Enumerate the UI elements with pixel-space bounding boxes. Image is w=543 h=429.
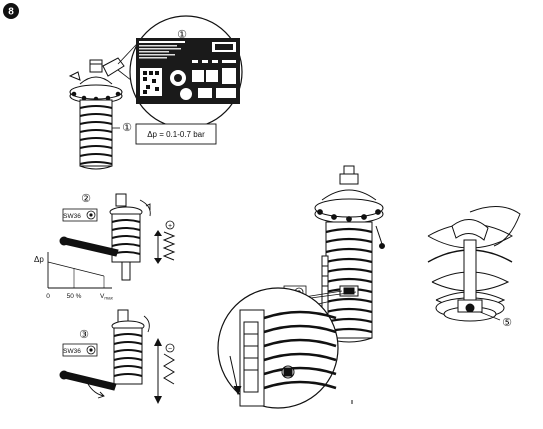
svg-text:②: ② (81, 193, 91, 205)
svg-text:③: ③ (79, 329, 89, 341)
pressure-range-text: Δp = 0.1-0.7 bar (147, 130, 205, 139)
plus-sign: + (168, 223, 172, 230)
minus-sign: − (168, 346, 172, 353)
spring-decrease-symbol: − (154, 338, 175, 404)
pressure-range-box: Δp = 0.1-0.7 bar (135, 123, 217, 145)
graph-x-tick-vmax: Vmax (100, 293, 114, 301)
graph-x-tick-0: 0 (46, 293, 50, 300)
step-number: 8 (8, 7, 14, 18)
wrench-size-box-3: SW36 (62, 343, 98, 357)
pressure-flow-graph: Δp 0 50 % Vmax (34, 252, 114, 301)
type-label-plate (136, 38, 240, 104)
callout-3: ③ (79, 329, 89, 341)
callout-1-zoom: ① (177, 29, 187, 41)
callout-1-body: ① (112, 122, 132, 134)
actuator-figure-3 (59, 309, 150, 399)
wrench-size-label-2: SW36 (63, 213, 81, 220)
actuator-figure-4 (314, 165, 385, 343)
spring-increase-symbol: + (154, 220, 176, 264)
svg-text:⑤: ⑤ (502, 317, 512, 329)
wrench-size-box-2: SW36 (62, 208, 98, 222)
callout-5: ⑤ (479, 311, 512, 329)
actuator-figure-1 (68, 57, 125, 170)
step-badge: 8 (3, 3, 19, 19)
svg-text:①: ① (122, 122, 132, 134)
detail-zoom-circle (217, 287, 339, 409)
graph-y-label: Δp (34, 255, 44, 264)
callout-2: ② (81, 193, 91, 205)
label-zoom-circle: ① (117, 15, 243, 129)
actuator-figure-2 (59, 193, 151, 281)
wrench-size-label-3: SW36 (63, 348, 81, 355)
spring-detail-figure-5 (427, 206, 521, 322)
graph-x-tick-50: 50 % (67, 293, 82, 300)
